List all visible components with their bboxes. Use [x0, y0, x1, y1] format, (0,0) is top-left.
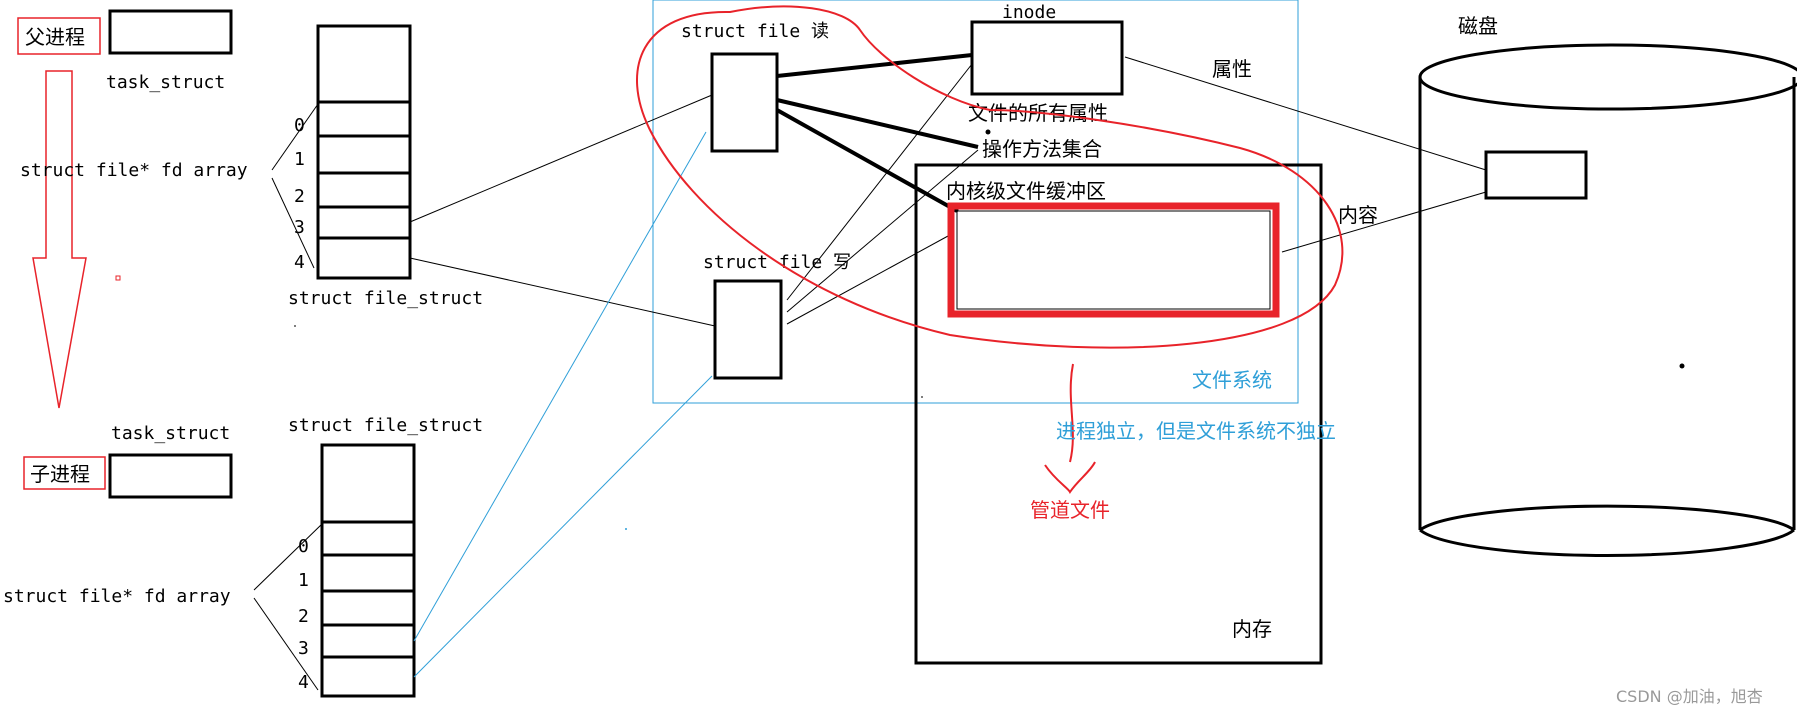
inode-to-disk-link: [1124, 56, 1487, 171]
buffer-to-disk-link: [1281, 191, 1487, 253]
fork-arrow: [32, 70, 87, 409]
child-label: 子进程: [30, 462, 90, 486]
parent-fd4-to-write: [409, 257, 716, 327]
parent-label: 父进程: [25, 25, 85, 49]
child-fd-0: [320, 520, 416, 557]
write-to-operations-link: [786, 149, 979, 313]
child-fd-1: [320, 553, 416, 593]
disk-bottom: [1419, 528, 1795, 557]
independence-note: 进程独立，但是文件系统不独立: [1056, 419, 1336, 443]
child-files-struct-label: struct file_struct: [288, 415, 483, 436]
struct-file-write-box: [713, 279, 783, 380]
read-to-operations-link: [776, 98, 979, 149]
parent-files-struct-label: struct file_struct: [288, 288, 483, 309]
parent-task-struct-label: task_struct: [106, 72, 225, 93]
parent-fan-line: [271, 177, 315, 269]
write-to-inode-link: [786, 63, 973, 301]
dot-marker: [921, 396, 923, 398]
child-fd-index-0: 0: [298, 536, 309, 557]
child-files-struct-header: [320, 443, 416, 524]
child-fd-index-4: 4: [298, 672, 309, 693]
parent-fd-4: [316, 236, 412, 280]
parent-fan-line: [271, 103, 319, 171]
write-to-buffer-link: [786, 235, 949, 325]
parent-fd-index-2: 2: [294, 186, 305, 207]
read-to-inode-link: [776, 53, 973, 78]
file-system-label: 文件系统: [1192, 368, 1272, 392]
child-fd-2: [320, 589, 416, 627]
parent-fd3-to-read: [409, 94, 713, 223]
child-fan-line: [253, 523, 323, 591]
red-dot: [115, 275, 121, 281]
child-label-box: [23, 456, 106, 490]
child-fd-index-3: 3: [298, 638, 309, 659]
child-fd-array-label: struct file* fd array: [3, 586, 231, 607]
pipe-file-label: 管道文件: [1030, 498, 1110, 522]
pipe-down-arrow: [1044, 363, 1096, 494]
memory-region: [914, 163, 1323, 665]
disk-content-label: 内容: [1338, 203, 1378, 227]
parent-fd-index-3: 3: [294, 217, 305, 238]
child-fan-line: [253, 597, 319, 691]
operations-label: 操作方法集合: [982, 137, 1102, 161]
kernel-buffer-inner: [956, 210, 1271, 310]
read-to-buffer-link: [776, 108, 951, 209]
struct-file-read-label: struct file 读: [681, 21, 829, 42]
kernel-buffer-label: 内核级文件缓冲区: [946, 179, 1106, 203]
disk-label: 磁盘: [1458, 14, 1498, 38]
child-fd-index-2: 2: [298, 606, 309, 627]
inode-label: inode: [1002, 2, 1056, 23]
memory-label: 内存: [1232, 617, 1272, 641]
child-fd4-to-write: [413, 375, 713, 678]
parent-fd-0: [316, 100, 412, 138]
disk-top: [1418, 43, 1797, 111]
dot-marker: [294, 325, 296, 327]
watermark: CSDN @加油，旭杏: [1616, 687, 1763, 706]
child-fd-index-1: 1: [298, 570, 309, 591]
disk-attr-label: 属性: [1212, 57, 1252, 81]
parent-fd-array-label: struct file* fd array: [20, 160, 248, 181]
parent-label-box: [17, 17, 101, 55]
disk-bottom-back: [1419, 504, 1795, 532]
child-fd-3: [320, 623, 416, 659]
kernel-buffer-box: [947, 202, 1280, 318]
dot-marker: [985, 129, 991, 135]
file-system-region: [652, 0, 1299, 404]
parent-fd-index-1: 1: [294, 149, 305, 170]
parent-fd-2: [316, 171, 412, 209]
parent-files-struct-header: [316, 24, 412, 104]
disk-file-block: [1484, 150, 1588, 200]
pipe-highlight-circle: [636, 5, 1344, 349]
parent-fd-index-0: 0: [294, 115, 305, 136]
parent-fd-3: [316, 205, 412, 240]
inode-box: [970, 20, 1124, 96]
dot-marker: [1679, 363, 1685, 369]
dot-marker: [625, 528, 627, 530]
child-task-struct-box: [108, 453, 233, 499]
child-fd-4: [320, 655, 416, 698]
parent-task-struct-box: [108, 9, 233, 55]
child-task-struct-label: task_struct: [111, 423, 230, 444]
child-fd3-to-read: [413, 131, 707, 642]
parent-fd-index-4: 4: [294, 252, 305, 273]
parent-fd-1: [316, 134, 412, 175]
struct-file-read-box: [710, 52, 779, 153]
